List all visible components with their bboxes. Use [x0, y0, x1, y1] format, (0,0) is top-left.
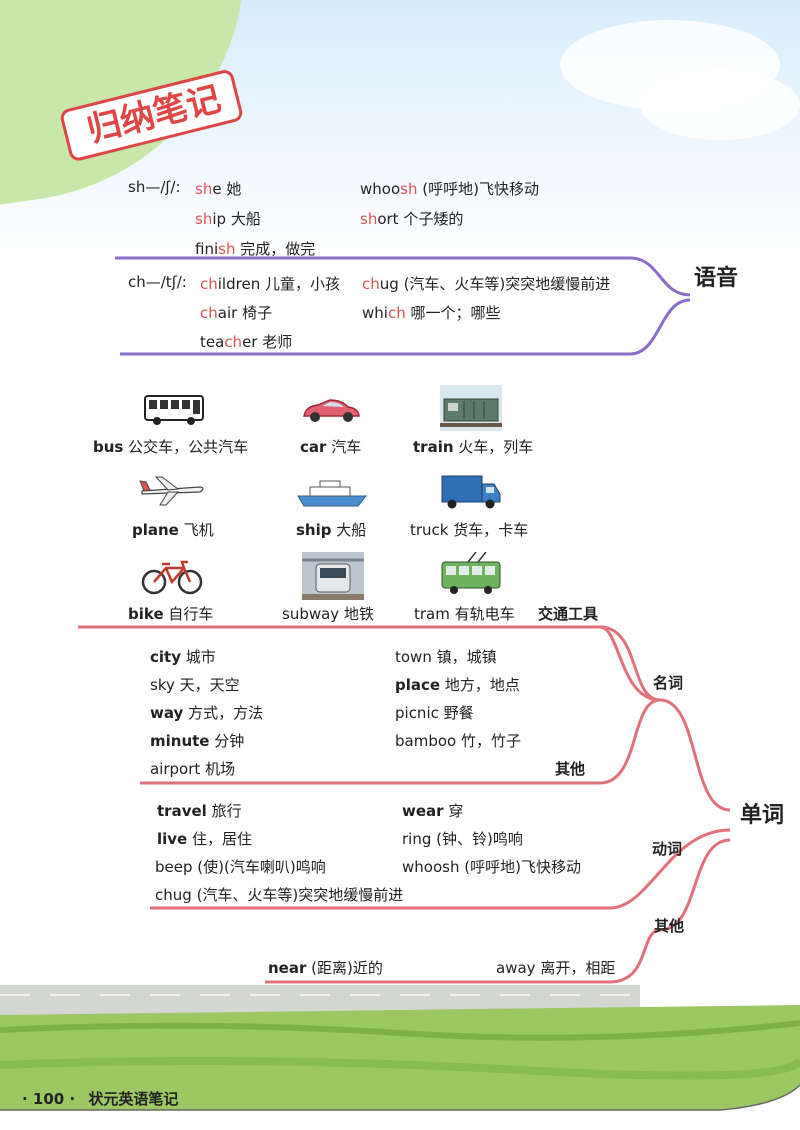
phonics-sh-word: finish 完成，做完 [195, 240, 316, 258]
verb-item: ring (钟、铃)鸣响 [402, 830, 523, 848]
phonics-ch-word: chug (汽车、火车等)突突地缓慢前进 [362, 275, 611, 293]
vehicle-label: plane 飞机 [132, 521, 214, 539]
phonics-sh-word: whoosh (呼呼地)飞快移动 [360, 180, 539, 198]
car-icon [303, 399, 360, 422]
page-footer: · 100 · 状元英语笔记 [22, 1088, 178, 1109]
vehicle-label: truck 货车，卡车 [410, 521, 529, 539]
book-title: 状元英语笔记 [88, 1090, 179, 1108]
category-phonics: 语音 [694, 266, 739, 291]
category-vehicles: 交通工具 [538, 605, 599, 623]
category-nouns: 名词 [653, 674, 684, 692]
ship-icon [297, 480, 368, 507]
cloud-decoration [640, 70, 800, 140]
noun-item: sky 天，天空 [150, 676, 240, 694]
phonics-ch-word: teacher 老师 [200, 333, 293, 351]
noun-item: airport 机场 [150, 760, 236, 778]
noun-item: picnic 野餐 [395, 704, 474, 722]
phonics-sh-word: short 个子矮的 [360, 210, 464, 228]
verb-item: chug (汽车、火车等)突突地缓慢前进 [155, 886, 404, 904]
tram-icon [441, 552, 501, 594]
phonics-sh-word: ship 大船 [195, 210, 261, 228]
train-icon [440, 385, 502, 431]
phonics-ch-word: chair 椅子 [200, 304, 273, 322]
verb-item: travel 旅行 [157, 802, 242, 820]
verb-item: wear 穿 [402, 802, 464, 820]
vehicle-label: bus 公交车，公共汽车 [93, 438, 249, 456]
phonics-ch-word: which 哪一个；哪些 [362, 304, 501, 322]
category-nouns-other: 其他 [555, 760, 586, 778]
subway-icon [302, 552, 364, 600]
vehicle-label: tram 有轨电车 [414, 605, 515, 623]
phonics-sh-label: sh—/ʃ/: [128, 178, 181, 196]
verb-item: live 住，居住 [157, 830, 253, 848]
vehicle-label: car 汽车 [300, 438, 362, 456]
truck-icon [441, 475, 501, 509]
verb-item: whoosh (呼呼地)飞快移动 [402, 858, 581, 876]
noun-item: city 城市 [150, 648, 216, 666]
plane-icon [139, 476, 204, 506]
category-words: 单词 [740, 803, 785, 828]
bike-icon [141, 560, 203, 595]
noun-item: place 地方，地点 [395, 676, 520, 694]
page-number: · 100 · [22, 1090, 76, 1108]
phonics-ch-word: children 儿童，小孩 [200, 275, 340, 293]
title-badge: 归纳笔记 [60, 70, 243, 161]
noun-item: town 镇，城镇 [395, 648, 497, 666]
noun-item: bamboo 竹，竹子 [395, 732, 521, 750]
vehicle-label: subway 地铁 [282, 605, 374, 623]
noun-item: way 方式，方法 [150, 704, 264, 722]
category-verbs: 动词 [652, 840, 683, 858]
noun-item: minute 分钟 [150, 732, 245, 750]
vehicle-label: ship 大船 [296, 521, 367, 539]
phonics-ch-label: ch—/tʃ/: [128, 273, 187, 291]
verb-item: beep (使)(汽车喇叭)鸣响 [155, 858, 326, 876]
category-other: 其他 [654, 917, 685, 935]
ground-illustration [0, 985, 800, 1130]
other-item: away 离开，相距 [496, 959, 616, 977]
vehicle-label: train 火车，列车 [413, 438, 534, 456]
other-item: near (距离)近的 [268, 959, 383, 977]
bus-icon [144, 395, 204, 425]
phonics-sh-word: she 她 [195, 180, 242, 198]
vehicle-label: bike 自行车 [128, 605, 214, 623]
